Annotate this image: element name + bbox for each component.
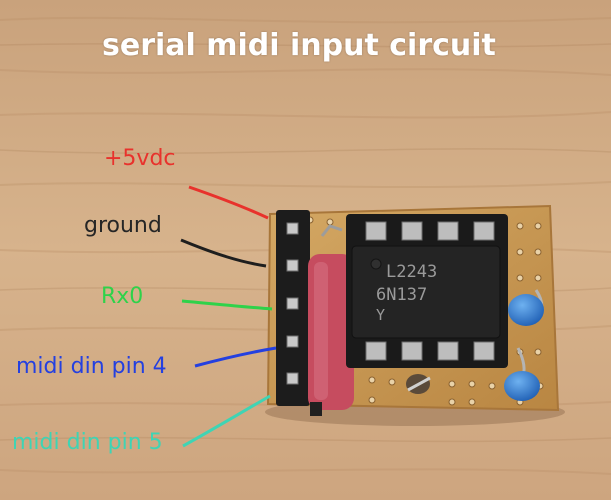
line-midi-pin5 bbox=[182, 394, 271, 448]
small-component bbox=[406, 374, 431, 394]
line-5v bbox=[188, 185, 269, 220]
image-title: serial midi input circuit bbox=[102, 28, 496, 63]
blue-component-lower bbox=[504, 347, 540, 401]
optocoupler-chip: L2243 6N137 Y bbox=[351, 245, 501, 339]
chip-marking-line2: 6N137 bbox=[376, 285, 427, 305]
line-midi-pin4 bbox=[194, 346, 277, 368]
label-rx0: Rx0 bbox=[101, 284, 144, 309]
label-midi-din-pin-4: midi din pin 4 bbox=[16, 354, 167, 379]
pin-header bbox=[276, 210, 310, 406]
label-5vdc: +5vdc bbox=[104, 146, 176, 171]
header-pins bbox=[286, 222, 299, 385]
capacitor bbox=[308, 224, 354, 416]
line-rx0 bbox=[181, 299, 273, 311]
label-ground: ground bbox=[84, 213, 162, 238]
blue-component-upper bbox=[508, 289, 544, 326]
chip-marking-line3: Y bbox=[376, 306, 385, 324]
chip-marking-line1: L2243 bbox=[386, 262, 437, 282]
label-midi-din-pin-5: midi din pin 5 bbox=[12, 430, 163, 455]
line-ground bbox=[180, 238, 267, 268]
